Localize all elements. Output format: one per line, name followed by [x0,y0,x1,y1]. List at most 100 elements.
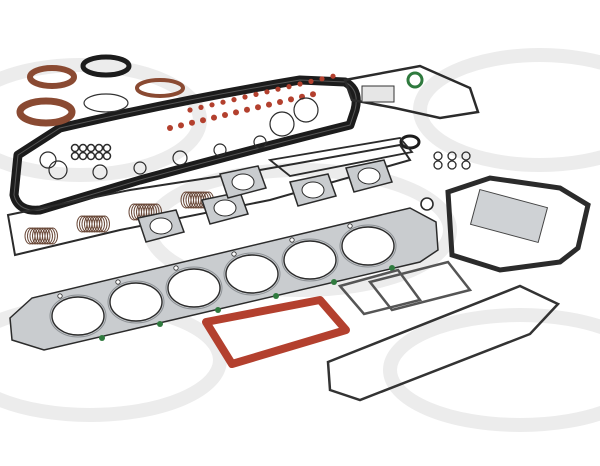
o-ring-small [433,160,443,170]
o-ring-small [433,151,443,161]
copper-washer [91,215,103,233]
fire-ring [107,280,165,324]
cylinder-bore [167,268,221,308]
valve-stem-seal [266,101,272,108]
valve-stem-seal [233,109,239,116]
coolant-hole-seal [273,293,279,299]
valve-stem-seal [286,84,292,90]
o-ring [39,151,57,169]
fire-ring [49,294,107,338]
o-ring-small [94,151,104,161]
oil-pan-gasket-red [202,296,350,368]
valve-stem-seal [242,94,248,100]
o-ring-small [461,160,471,170]
exhaust-port [231,173,255,191]
bolt-hole [115,279,121,285]
valve-stem-seal [288,96,294,103]
copper-washer [44,227,56,245]
valve-stem-seal [308,78,314,84]
o-ring-small [94,143,104,153]
cylinder-bore [225,254,279,294]
bolt-hole [173,265,179,271]
o-ring-small [86,143,96,153]
seal-ring [135,78,185,98]
o-ring [48,160,68,180]
coolant-hole-seal [215,307,221,313]
o-ring-small [447,151,457,161]
watermark-ring [383,308,600,432]
o-ring-small [86,151,96,161]
o-ring [213,143,227,157]
valve-stem-seal [200,117,206,124]
square-gaskets [337,260,473,316]
valve-stem-seal [167,125,173,131]
copper-washer [94,215,105,233]
bolt-hole [289,237,295,243]
crankshaft-seals [16,54,185,127]
seal-ring [16,97,76,127]
exhaust-port [301,181,325,199]
o-ring-small [70,151,80,161]
cylinder-bores [49,223,397,341]
seal-ring [80,54,132,78]
cover-gasket-long [326,284,561,402]
o-ring-small [102,143,112,153]
valve-stem-seal [277,99,283,105]
cylinder-bore [341,226,395,266]
o-ring-small [78,143,88,153]
valve-stem-seal [198,104,204,110]
watermark-ring [413,48,600,172]
oil-cooler-cover-gasket [445,175,591,273]
valve-stem-seal [209,102,215,108]
valve-cover-gasket [9,75,361,215]
o-ring-small [102,151,112,161]
o-ring [83,93,129,113]
o-ring [133,161,147,175]
o-ring [406,71,424,89]
o-ring-small [447,160,457,170]
copper-washer [47,227,58,245]
o-ring [293,97,319,123]
valve-stem-seal [330,73,336,79]
exhaust-port [213,199,237,217]
exhaust-port [357,167,381,185]
fire-ring [339,224,397,268]
o-ring [269,111,295,137]
valve-stem-seal [231,97,237,103]
valve-stem-seal [189,119,195,126]
valve-stem-seal [220,99,226,105]
valve-stem-seal [211,114,217,121]
timing-cover-gasket [343,64,480,120]
valve-stem-seal [187,107,193,113]
copper-washer [99,215,110,233]
seal-ring [27,65,77,89]
exhaust-port [149,217,173,235]
valve-stem-seal [244,106,250,113]
watermark-ring [0,58,207,182]
cylinder-head-gasket [9,207,439,351]
coolant-hole-seal [331,279,337,285]
bolt-hole [231,251,237,257]
coolant-hole-seal [99,335,105,341]
copper-washer [39,227,51,245]
valve-stem-seal [297,81,303,87]
valve-stem-seal [253,91,259,97]
cylinder-bore [283,240,337,280]
coolant-hole-seal [157,321,163,327]
seal-ring [399,134,421,150]
copper-washer [42,227,53,245]
o-ring-small [78,151,88,161]
bolt-hole [57,293,63,299]
fire-ring [223,252,281,296]
exhaust-manifold-gaskets [137,159,434,243]
valve-stem-seal [275,86,281,92]
valve-stem-seal [178,122,184,129]
cylinder-bore [109,282,163,322]
cylinder-bore [51,296,105,336]
o-ring [253,135,267,149]
valve-stem-seal [310,91,316,98]
valve-stem-seal [319,76,325,82]
valve-stem-seal [222,112,228,118]
fire-ring [165,266,223,310]
